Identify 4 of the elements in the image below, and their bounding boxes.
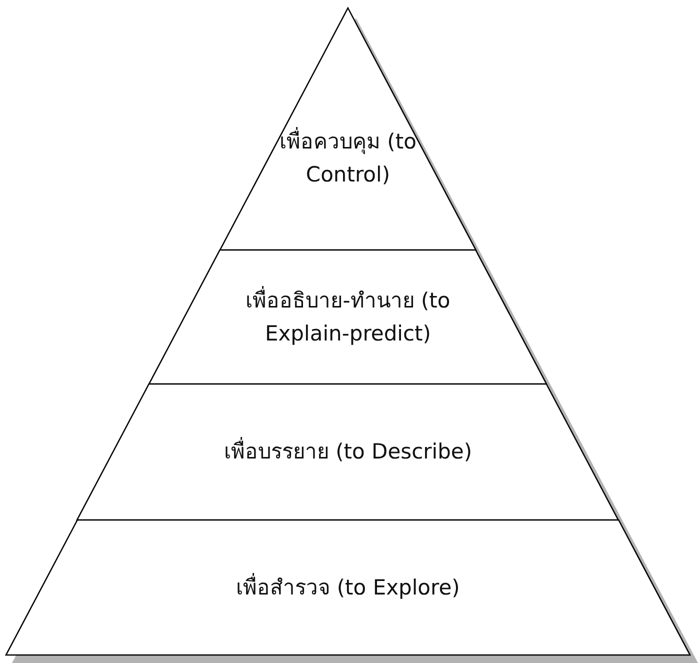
level-label: เพื่อสำรวจ (to Explore)	[235, 572, 461, 602]
level-label: เพื่อควบคุม (to Control)	[278, 126, 418, 188]
level-label: เพื่อบรรยาย (to Describe)	[182, 436, 513, 468]
level-label: เพื่ออธิบาย-ทำนาย (to Explain-predict)	[244, 285, 452, 347]
